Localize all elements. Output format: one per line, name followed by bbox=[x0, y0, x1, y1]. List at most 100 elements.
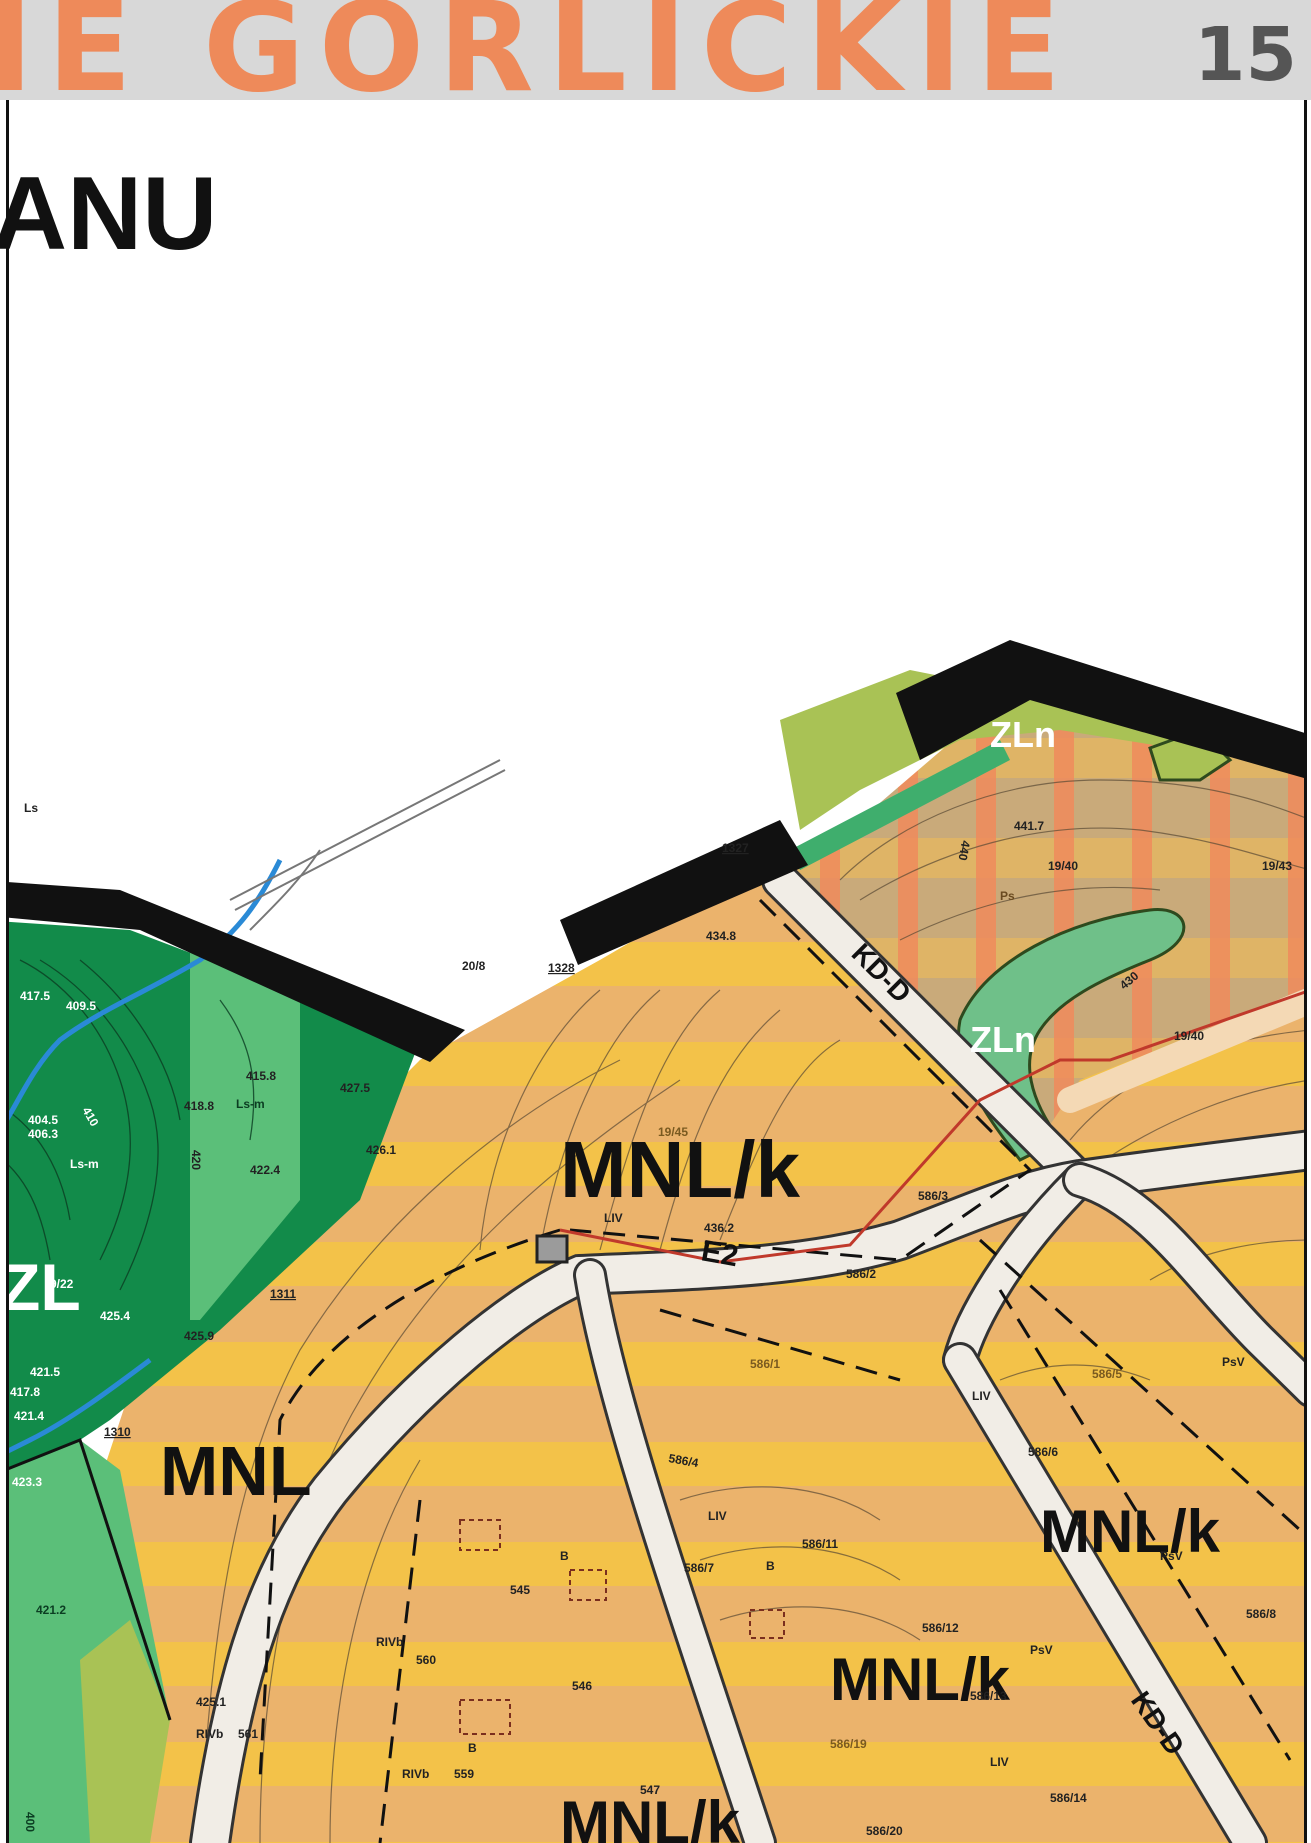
building-outlines bbox=[459, 1519, 785, 1735]
svg-text:418.8: 418.8 bbox=[184, 1099, 214, 1113]
power-line-e2 bbox=[559, 990, 1304, 1264]
svg-text:547: 547 bbox=[640, 1783, 660, 1797]
svg-text:404.5: 404.5 bbox=[28, 1113, 58, 1127]
residential-zone-mnlk-area bbox=[120, 860, 1040, 1450]
svg-text:9/22: 9/22 bbox=[50, 1277, 74, 1291]
svg-text:586/11: 586/11 bbox=[802, 1537, 838, 1551]
parcel-labels: Ls 20/8 1328 1327 19/40 19/43 441.7 Ps 1… bbox=[10, 801, 1292, 1838]
zone-zln-top: ZLn bbox=[990, 714, 1056, 755]
roads bbox=[189, 861, 1304, 1843]
svg-text:1310: 1310 bbox=[104, 1425, 131, 1439]
svg-text:B: B bbox=[560, 1549, 569, 1563]
forest-strip-zln bbox=[790, 740, 1010, 870]
svg-text:426.1: 426.1 bbox=[366, 1143, 396, 1157]
svg-text:20/8: 20/8 bbox=[462, 959, 486, 973]
svg-text:421.5: 421.5 bbox=[30, 1365, 60, 1379]
frame-line-right bbox=[1304, 100, 1307, 1843]
svg-text:421.4: 421.4 bbox=[14, 1409, 44, 1423]
power-line-label: E2 bbox=[699, 1234, 741, 1273]
plan-boundary bbox=[9, 640, 1304, 1062]
svg-text:19/43: 19/43 bbox=[1262, 859, 1292, 873]
svg-text:425.9: 425.9 bbox=[184, 1329, 214, 1343]
svg-text:LIV: LIV bbox=[972, 1389, 991, 1403]
svg-text:427.5: 427.5 bbox=[340, 1081, 370, 1095]
svg-text:586/8: 586/8 bbox=[1246, 1607, 1276, 1621]
svg-text:Ls: Ls bbox=[24, 801, 38, 815]
svg-text:RIVb: RIVb bbox=[196, 1727, 223, 1741]
svg-text:LIV: LIV bbox=[708, 1509, 727, 1523]
svg-text:1311: 1311 bbox=[270, 1287, 296, 1301]
zone-zln-middle: ZLn bbox=[970, 1019, 1036, 1060]
svg-text:LIV: LIV bbox=[604, 1211, 623, 1225]
svg-text:409.5: 409.5 bbox=[66, 999, 96, 1013]
svg-text:RIVb: RIVb bbox=[402, 1767, 429, 1781]
svg-text:421.2: 421.2 bbox=[36, 1603, 66, 1617]
svg-text:415.8: 415.8 bbox=[246, 1069, 276, 1083]
svg-text:586/6: 586/6 bbox=[1028, 1445, 1058, 1459]
svg-text:586/19: 586/19 bbox=[830, 1737, 867, 1751]
frame-line-left bbox=[6, 100, 9, 1843]
svg-text:586/4: 586/4 bbox=[667, 1451, 699, 1470]
svg-text:PsV: PsV bbox=[1030, 1643, 1053, 1657]
stream bbox=[9, 858, 283, 1121]
svg-text:Ls-m: Ls-m bbox=[70, 1157, 99, 1171]
svg-text:1328: 1328 bbox=[548, 961, 575, 975]
svg-text:434.8: 434.8 bbox=[706, 929, 736, 943]
svg-text:586/14: 586/14 bbox=[1050, 1791, 1087, 1805]
forest-zone-light-band bbox=[190, 940, 300, 1320]
svg-text:1327: 1327 bbox=[722, 841, 749, 855]
svg-text:586/12: 586/12 bbox=[922, 1621, 959, 1635]
zone-zl: ZL bbox=[9, 1250, 81, 1324]
svg-text:417.5: 417.5 bbox=[20, 989, 50, 1003]
svg-text:425.1: 425.1 bbox=[196, 1695, 226, 1709]
zone-mnl-k-right: MNL/k bbox=[1040, 1498, 1221, 1565]
section-heading: ANU bbox=[0, 156, 218, 272]
svg-text:586/1: 586/1 bbox=[750, 1357, 780, 1371]
svg-text:586/2: 586/2 bbox=[846, 1267, 876, 1281]
contour-lines bbox=[199, 779, 1304, 1843]
svg-text:586/3: 586/3 bbox=[918, 1189, 948, 1203]
svg-text:545: 545 bbox=[510, 1583, 530, 1597]
zone-mnl-k-main: MNL/k bbox=[560, 1125, 801, 1214]
svg-text:423.3: 423.3 bbox=[12, 1475, 42, 1489]
svg-text:PsV: PsV bbox=[1222, 1355, 1245, 1369]
svg-text:Ls-m: Ls-m bbox=[236, 1097, 265, 1111]
svg-text:LIV: LIV bbox=[990, 1755, 1009, 1769]
stream-lower bbox=[9, 1357, 152, 1454]
svg-text:440: 440 bbox=[956, 839, 973, 861]
zone-mnl-k-bottom: MNL/k bbox=[560, 1789, 741, 1843]
svg-text:560: 560 bbox=[416, 1653, 436, 1667]
meadow-zone-lower-left bbox=[80, 1620, 170, 1843]
svg-text:586/7: 586/7 bbox=[684, 1561, 714, 1575]
forest-contour-lines bbox=[9, 959, 255, 1291]
svg-text:B: B bbox=[766, 1559, 775, 1573]
zone-mnl-k-center: MNL/k bbox=[830, 1646, 1011, 1713]
svg-text:586/20: 586/20 bbox=[866, 1824, 903, 1838]
svg-text:19/40: 19/40 bbox=[1174, 1029, 1204, 1043]
svg-text:PsV: PsV bbox=[1160, 1549, 1183, 1563]
page-number: 15 bbox=[1194, 12, 1297, 98]
svg-text:425.4: 425.4 bbox=[100, 1309, 130, 1323]
svg-text:586/5: 586/5 bbox=[1092, 1367, 1122, 1381]
svg-text:559: 559 bbox=[454, 1767, 474, 1781]
svg-text:441.7: 441.7 bbox=[1014, 819, 1044, 833]
svg-text:422.4: 422.4 bbox=[250, 1163, 280, 1177]
svg-text:420: 420 bbox=[189, 1150, 203, 1170]
svg-text:B: B bbox=[468, 1741, 477, 1755]
zoning-map[interactable]: MNL MNL/k MNL/k MNL/k MNL/k ZLn ZLn ZL K… bbox=[9, 640, 1304, 1843]
svg-text:586/13: 586/13 bbox=[970, 1689, 1007, 1703]
svg-text:19/40: 19/40 bbox=[1048, 859, 1078, 873]
header-title: CIE GORLICKIE bbox=[0, 0, 1075, 100]
svg-text:561: 561 bbox=[238, 1727, 258, 1741]
forest-boundary-line bbox=[9, 1438, 172, 1721]
ditch-lines bbox=[229, 759, 506, 931]
svg-text:436.2: 436.2 bbox=[704, 1221, 734, 1235]
svg-text:400: 400 bbox=[23, 1812, 37, 1832]
svg-text:19/45: 19/45 bbox=[658, 1125, 688, 1139]
svg-text:546: 546 bbox=[572, 1679, 592, 1693]
zone-mnl: MNL bbox=[160, 1432, 312, 1510]
page-header: CIE GORLICKIE 15 bbox=[0, 0, 1311, 100]
svg-text:417.8: 417.8 bbox=[10, 1385, 40, 1399]
svg-text:RIVb: RIVb bbox=[376, 1635, 403, 1649]
